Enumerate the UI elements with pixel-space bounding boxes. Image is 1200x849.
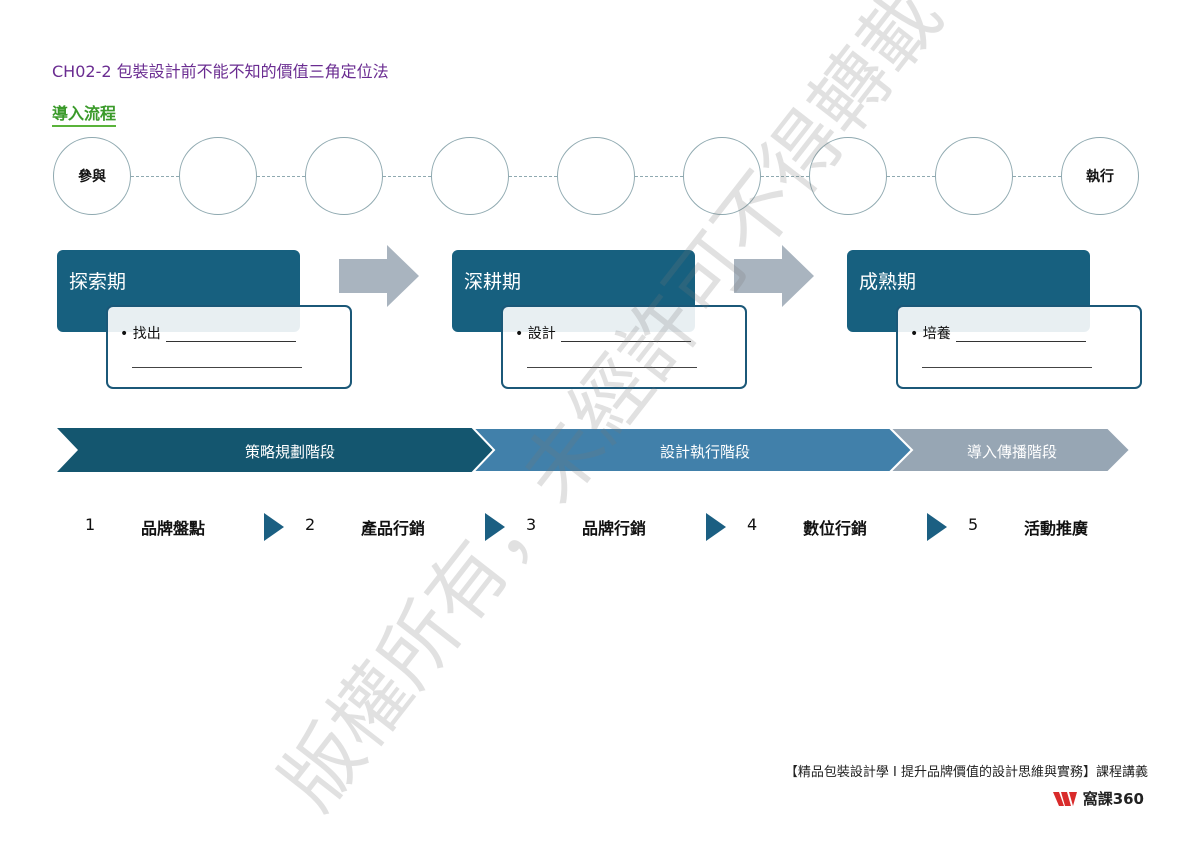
- note-text: 找出: [132, 326, 161, 342]
- timeline-node: [431, 137, 509, 215]
- page-title: CH02-2 包裝設計前不能不知的價值三角定位法: [52, 62, 389, 81]
- step-label: 產品行銷: [361, 519, 426, 538]
- timeline-node: [809, 137, 887, 215]
- timeline-node: [935, 137, 1013, 215]
- step-label: 品牌行銷: [582, 519, 647, 538]
- note-text: 設計: [527, 326, 556, 342]
- note-bullet: • 找出: [120, 326, 161, 342]
- blank-line: [922, 367, 1092, 368]
- timeline-node: 參與: [53, 137, 131, 215]
- blank-line: [166, 341, 296, 342]
- note-text: 培養: [922, 326, 951, 342]
- phase-note: • 找出: [106, 305, 352, 389]
- play-triangle-icon: [706, 513, 726, 541]
- blank-line: [956, 341, 1086, 342]
- phase-note: • 培養: [896, 305, 1142, 389]
- timeline-node: [179, 137, 257, 215]
- timeline-connector: [761, 176, 809, 177]
- arrow-right-icon: [734, 245, 814, 307]
- timeline-connector: [131, 176, 179, 177]
- timeline-connector: [1013, 176, 1061, 177]
- timeline-node: [557, 137, 635, 215]
- step-label: 數位行銷: [803, 519, 868, 538]
- arrow-right-icon: [339, 245, 419, 307]
- phase-title: 成熟期: [859, 271, 917, 293]
- section-heading: 導入流程: [52, 100, 117, 127]
- brand-name: 窩課360: [1082, 790, 1144, 808]
- step-number: 4: [747, 515, 758, 534]
- brand-logo: 窩課360: [1052, 788, 1144, 809]
- course-footer: 【精品包裝設計學 I 提升品牌價值的設計思維與實務】課程講義: [784, 765, 1148, 780]
- phase-title: 深耕期: [464, 271, 522, 293]
- note-bullet: • 培養: [910, 326, 951, 342]
- timeline-node: 執行: [1061, 137, 1139, 215]
- band-label: 設計執行階段: [659, 443, 750, 461]
- phase-title: 探索期: [69, 271, 127, 293]
- play-triangle-icon: [485, 513, 505, 541]
- step-number: 3: [526, 515, 537, 534]
- step-label: 品牌盤點: [141, 519, 206, 538]
- band-segment-launch: [887, 427, 1132, 473]
- blank-line: [132, 367, 302, 368]
- play-triangle-icon: [264, 513, 284, 541]
- timeline-node: [305, 137, 383, 215]
- blank-line: [527, 367, 697, 368]
- timeline-node: [683, 137, 761, 215]
- note-bullet: • 設計: [515, 326, 556, 342]
- band-label: 策略規劃階段: [244, 443, 335, 461]
- timeline-connector: [887, 176, 935, 177]
- band-label: 導入傳播階段: [966, 443, 1057, 461]
- step-number: 2: [305, 515, 316, 534]
- timeline-connector: [509, 176, 557, 177]
- timeline-connector: [635, 176, 683, 177]
- timeline-connector: [383, 176, 431, 177]
- step-number: 1: [85, 515, 96, 534]
- blank-line: [561, 341, 691, 342]
- band-segment-strategy: [57, 428, 494, 472]
- step-label: 活動推廣: [1024, 519, 1089, 538]
- phase-note: • 設計: [501, 305, 747, 389]
- logo-mark-icon: [1052, 791, 1077, 806]
- timeline-connector: [257, 176, 305, 177]
- step-number: 5: [968, 515, 979, 534]
- play-triangle-icon: [927, 513, 947, 541]
